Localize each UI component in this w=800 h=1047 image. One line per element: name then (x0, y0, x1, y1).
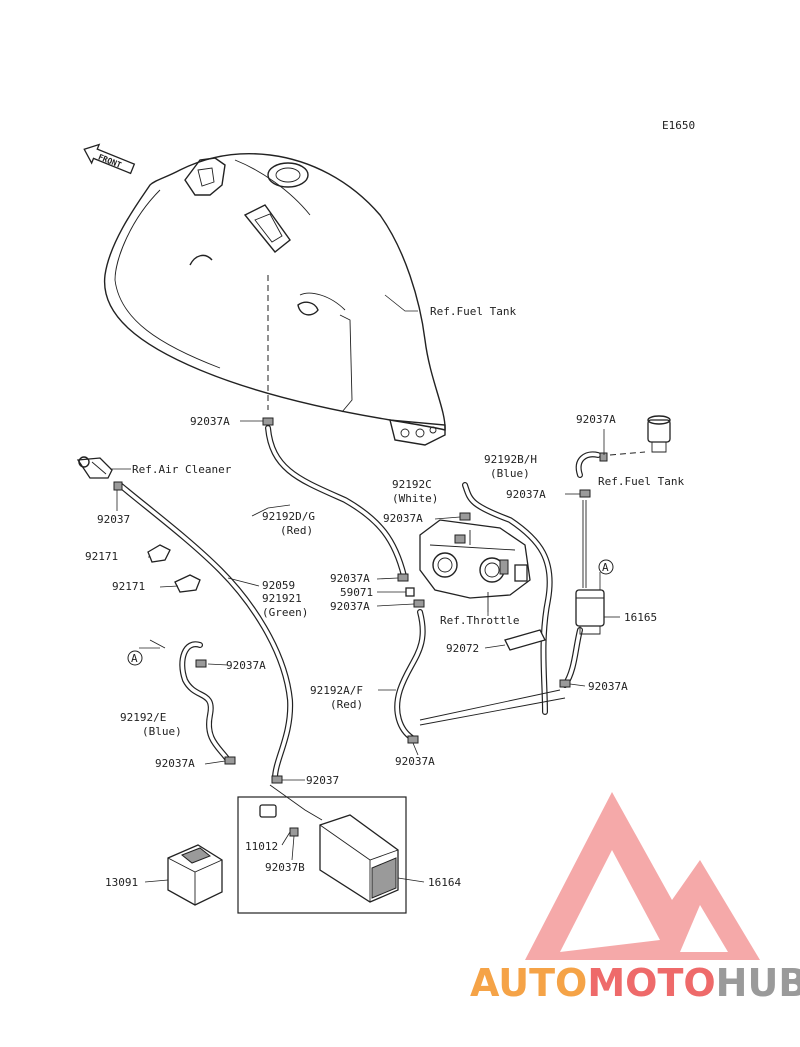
label-16164: 16164 (428, 876, 461, 889)
plug-11012 (259, 804, 277, 818)
watermark-triangle-inner (560, 850, 660, 952)
ref-A-right-label: A (602, 561, 609, 574)
label-92037A-right-mid: 92037A (506, 488, 546, 501)
front-arrow-icon: FRONT (83, 143, 136, 175)
label-92037-canister: 92037 (306, 774, 339, 787)
label-92072: 92072 (446, 642, 479, 655)
clip-92171-upper (147, 544, 171, 563)
label-59071: 59071 (340, 586, 373, 599)
label-92192DG-color: (Red) (280, 524, 313, 537)
label-ref-air-cleaner: Ref.Air Cleaner (132, 463, 232, 476)
fuel-filter (575, 589, 605, 635)
label-92171-upper: 92171 (85, 550, 118, 563)
label-ref-fuel-tank-top: Ref.Fuel Tank (430, 305, 516, 318)
label-92171-lower: 92171 (112, 580, 145, 593)
label-92192DG: 92192D/G (262, 510, 315, 523)
clip-92171-lower (174, 574, 201, 593)
watermark-logo (525, 792, 760, 960)
right-tank-fitting (647, 415, 671, 453)
label-92192E-color: (Blue) (142, 725, 182, 738)
label-92037A-throttle-top: 92037A (383, 512, 423, 525)
diagram-code: E1650 (662, 119, 695, 132)
ref-A-left: A (127, 650, 143, 666)
svg-text:AUTOMOTOHUB: AUTOMOTOHUB (470, 961, 800, 1005)
label-92037A-left-mid: 92037A (226, 659, 266, 672)
label-92037A-tank: 92037A (190, 415, 230, 428)
label-92037A-right-top: 92037A (576, 413, 616, 426)
clamps (113, 417, 608, 784)
label-92037A-throttle-b: 92037A (330, 600, 370, 613)
watermark-text-moto: MOTO (587, 961, 715, 1005)
label-92192AF: 92192A/F (310, 684, 363, 697)
clamp-92037B (289, 827, 299, 837)
label-92192BH: 92192B/H (484, 453, 537, 466)
bracket-13091 (167, 844, 223, 906)
watermark-triangle-inner-2 (680, 905, 728, 952)
label-ref-throttle: Ref.Throttle (440, 614, 519, 627)
watermark-text-auto: AUTO (470, 961, 587, 1005)
label-92192AF-color: (Red) (330, 698, 363, 711)
label-92037A-throttle-a: 92037A (330, 572, 370, 585)
throttle-body (419, 519, 531, 612)
ref-A-right: A (598, 559, 614, 575)
watermark-text: AUTOMOTOHUB (470, 961, 800, 1005)
pad-92072 (504, 629, 546, 651)
canister-16164 (319, 814, 399, 903)
label-ref-fuel-tank-right: Ref.Fuel Tank (598, 475, 684, 488)
label-92192BH-color: (Blue) (490, 467, 530, 480)
label-92037A-bottom-left: 92037A (155, 757, 195, 770)
label-92037A-bottom-center: 92037A (395, 755, 435, 768)
air-cleaner-fitting (76, 456, 113, 479)
label-921921: 921921 (262, 592, 302, 605)
leader-lines (110, 294, 620, 883)
label-92192C: 92192C (392, 478, 432, 491)
label-13091: 13091 (105, 876, 138, 889)
label-92059: 92059 (262, 579, 295, 592)
label-16165: 16165 (624, 611, 657, 624)
label-92192C-color: (White) (392, 492, 438, 505)
tank-right-dash (609, 451, 646, 456)
label-92037A-right-low: 92037A (588, 680, 628, 693)
label-921921-color: (Green) (262, 606, 308, 619)
label-11012: 11012 (245, 840, 278, 853)
hoses (117, 425, 601, 781)
label-92037B: 92037B (265, 861, 305, 874)
ref-A-left-label: A (131, 652, 138, 665)
canister-group-box (237, 796, 407, 914)
label-92037-air: 92037 (97, 513, 130, 526)
label-92192E: 92192/E (120, 711, 166, 724)
fuel-tank (103, 152, 446, 446)
watermark-text-hub: HUB (716, 961, 800, 1005)
part-labels: Ref.Fuel Tank 92037A 92037A 92192B/H (Bl… (85, 305, 684, 889)
